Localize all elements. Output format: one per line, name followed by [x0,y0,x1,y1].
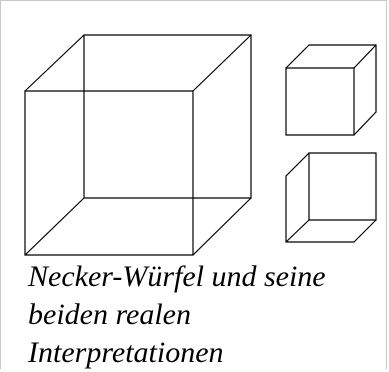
caption-line-2: beiden realen [28,298,191,331]
necker-cube-figure [24,34,377,256]
necker-cube-large [24,34,252,256]
cube-interpretation-top-view [285,44,377,136]
cube-interpretation-bottom-view [285,152,377,243]
figure-caption: Necker-Würfel und seine beiden realen In… [28,258,383,372]
caption-line-3: Interpretationen [28,336,224,369]
caption-line-1: Necker-Würfel und seine [28,260,326,293]
